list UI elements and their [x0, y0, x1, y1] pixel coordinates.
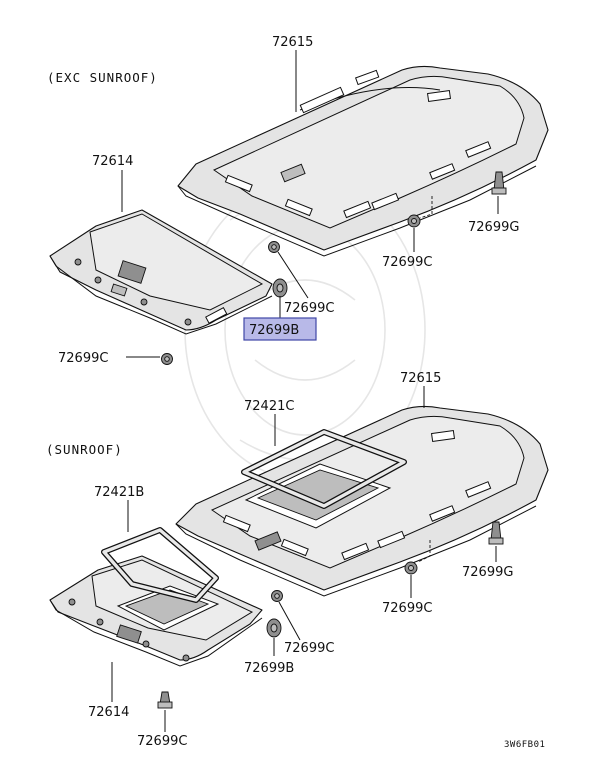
- label-72699c-bottom-right: 72699C: [382, 601, 432, 616]
- label-72699c-top-right: 72699C: [382, 255, 432, 270]
- clip-72699b-bottom: [266, 618, 282, 638]
- sunroof-trim-72421b: [101, 527, 219, 603]
- label-72614-bottom: 72614: [88, 705, 129, 720]
- label-72699b-highlight: [243, 317, 317, 341]
- clip-72699c-bottom-right: [404, 561, 418, 575]
- front-headliner-72614-top: [49, 209, 273, 335]
- section-exc-sunroof: (EXC SUNROOF): [47, 70, 158, 85]
- label-72421c: 72421C: [244, 399, 294, 414]
- clip-72699g-top: [491, 171, 507, 195]
- sunroof-trim-72421c: [241, 429, 407, 509]
- clip-72699c-bottom-mid: [271, 590, 283, 602]
- clip-72699c-top-right: [407, 214, 421, 228]
- label-72699c-bottom-mid: 72699C: [284, 641, 334, 656]
- label-72615-bottom: 72615: [400, 371, 441, 386]
- label-72421b: 72421B: [94, 485, 144, 500]
- clip-72699b-top: [272, 278, 288, 298]
- clip-72699c-top-mid: [268, 241, 280, 253]
- label-72699g-top: 72699G: [468, 220, 519, 235]
- headliner-72615-bottom: [175, 405, 549, 597]
- clip-72699g-bottom: [488, 521, 504, 545]
- section-sunroof: (SUNROOF): [46, 442, 123, 457]
- label-72699c-bottom-left: 72699C: [137, 734, 187, 749]
- label-72699b-bottom: 72699B: [244, 661, 294, 676]
- label-72615-top: 72615: [272, 35, 313, 50]
- clip-72699c-bottom-left: [157, 691, 173, 709]
- clip-72699c-top-left: [161, 353, 173, 365]
- label-72699c-top-left: 72699C: [58, 351, 108, 366]
- label-72614-top: 72614: [92, 154, 133, 169]
- label-72699g-bottom: 72699G: [462, 565, 513, 580]
- label-72699b-top: 72699B: [249, 323, 299, 338]
- diagram-code: 3W6FB01: [504, 740, 545, 750]
- headliner-72615-top: [177, 65, 549, 257]
- label-72699c-top-mid: 72699C: [284, 301, 334, 316]
- front-headliner-72614-bottom: [49, 555, 263, 667]
